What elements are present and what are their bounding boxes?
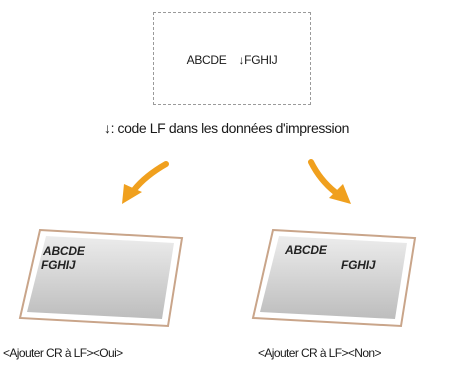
caption-add-cr-yes: <Ajouter CR à LF><Oui> bbox=[3, 346, 123, 360]
print-data-part1: ABCDE bbox=[186, 53, 227, 67]
print-data-box: ABCDE ↓FGHIJ bbox=[153, 12, 311, 105]
right-page-line2: FGHIJ bbox=[341, 258, 376, 272]
arrow-down-left-icon bbox=[122, 161, 169, 204]
arrow-down-right-icon bbox=[308, 159, 351, 204]
right-page-line1: ABCDE bbox=[285, 243, 327, 257]
printed-page-left bbox=[18, 228, 184, 328]
printed-page-right bbox=[251, 228, 417, 328]
lf-code-legend: ↓: code LF dans les données d'impression bbox=[103, 120, 350, 136]
left-page-line2: FGHIJ bbox=[41, 258, 76, 272]
print-data-part2: ↓FGHIJ bbox=[238, 53, 278, 67]
caption-add-cr-no: <Ajouter CR à LF><Non> bbox=[258, 346, 381, 360]
print-data-text: ABCDE ↓FGHIJ bbox=[154, 53, 310, 67]
left-page-line1: ABCDE bbox=[43, 244, 85, 258]
